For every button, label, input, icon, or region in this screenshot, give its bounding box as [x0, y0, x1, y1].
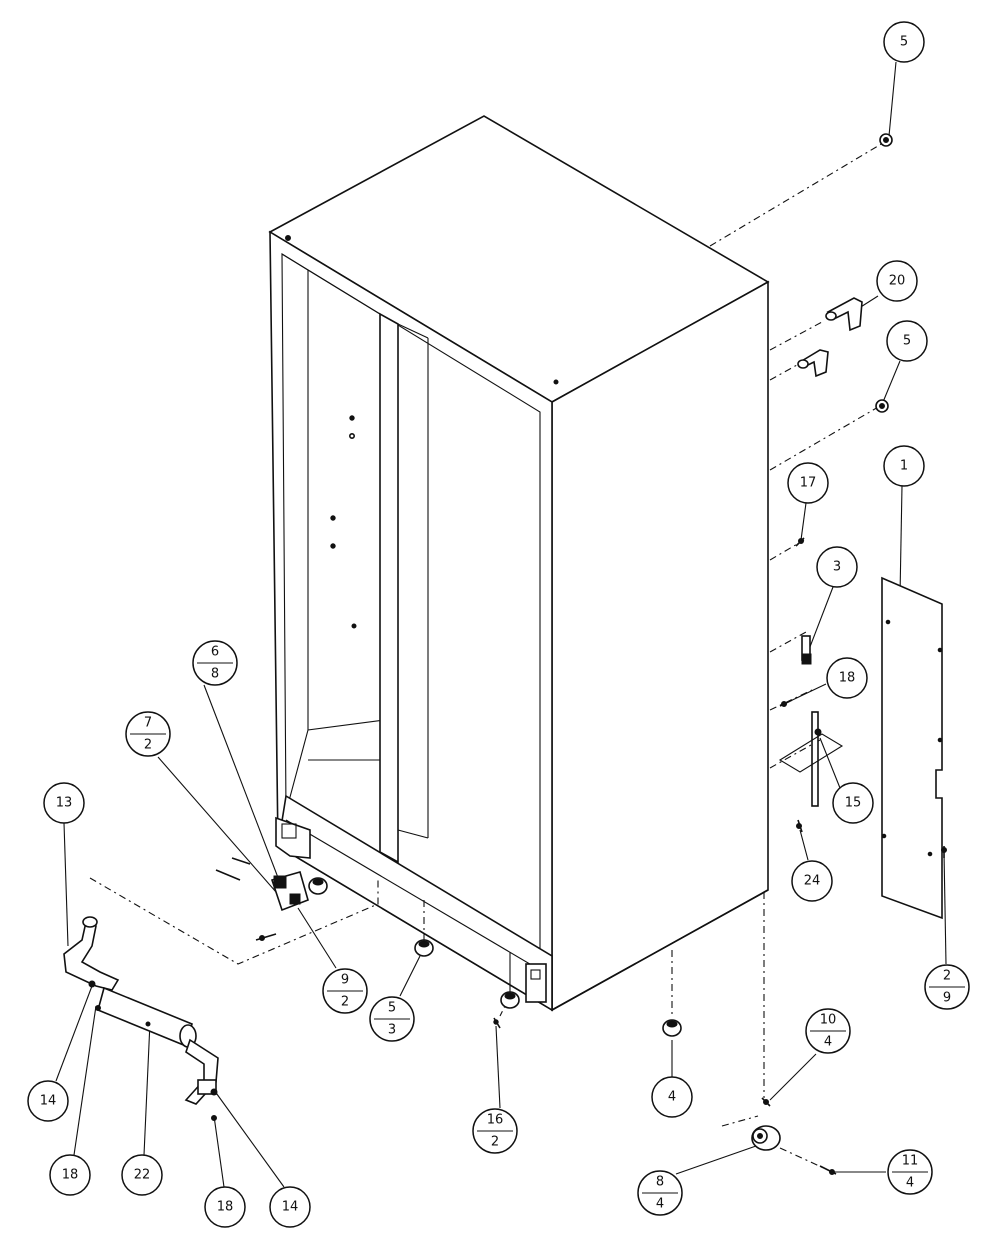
callout-f-6-8-bottom: 8: [211, 667, 219, 682]
callout-f-8-4-bottom: 4: [656, 1197, 664, 1212]
callout-c-18-right-label: 18: [839, 671, 856, 686]
callout-f-16-2: 16 2: [472, 1108, 518, 1154]
cabinet-base: [277, 794, 553, 1012]
callout-c-14-left: 14: [27, 1080, 69, 1122]
cabinet: [268, 115, 770, 1012]
callout-f-6-8-top: 6: [211, 645, 219, 660]
bar-15: [811, 711, 819, 807]
callout-f-8-4: 8 4: [637, 1170, 683, 1216]
callout-f-6-8: 6 8: [192, 640, 238, 686]
small-parts: [63, 133, 947, 1175]
callout-c-22-label: 22: [134, 1168, 151, 1183]
callout-c-22: 22: [121, 1154, 163, 1196]
callout-c-1: 1: [883, 445, 925, 487]
hinge-20: [826, 297, 863, 332]
callout-c-24: 24: [791, 860, 833, 902]
callout-f-2-9-bottom: 9: [943, 991, 951, 1006]
callout-c-17-label: 17: [800, 476, 817, 491]
callout-f-5-3-bottom: 3: [388, 1023, 396, 1038]
callout-f-16-2-bottom: 2: [491, 1135, 499, 1150]
callout-f-9-2-top: 9: [341, 973, 349, 988]
callout-f-8-4-top: 8: [656, 1175, 664, 1190]
cabinet-right-side: [551, 280, 769, 1012]
callout-c-5-top: 5: [883, 21, 925, 63]
callout-c-20: 20: [876, 260, 918, 302]
callout-c-18-left: 18: [49, 1154, 91, 1196]
callout-c-15-label: 15: [845, 796, 862, 811]
callout-c-4-bottom: 4: [651, 1076, 693, 1118]
callout-labels: 5 20 5 1 17 3 18 15: [27, 21, 928, 1228]
callout-c-13: 13: [43, 782, 85, 824]
callout-f-5-3-top: 5: [388, 1001, 396, 1016]
callout-f-10-4-bottom: 4: [824, 1035, 832, 1050]
callout-c-17: 17: [787, 462, 829, 504]
callout-f-9-2-bottom: 2: [341, 995, 349, 1010]
panel-1: [881, 576, 943, 920]
callout-f-11-4: 11 4: [887, 1149, 933, 1195]
heater-22: [97, 986, 193, 1048]
callout-c-13-label: 13: [56, 796, 73, 811]
callout-c-18-right: 18: [826, 657, 868, 699]
callout-f-9-2: 9 2: [322, 968, 368, 1014]
callout-c-14-right: 14: [269, 1186, 311, 1228]
callout-c-4-bottom-label: 4: [668, 1090, 676, 1105]
callout-c-14-right-label: 14: [282, 1200, 299, 1215]
callout-c-24-label: 24: [804, 874, 821, 889]
callout-c-20-label: 20: [889, 274, 906, 289]
callout-c-18-bottom: 18: [204, 1186, 246, 1228]
callout-c-18-bottom-label: 18: [217, 1200, 234, 1215]
callout-c-3: 3: [816, 546, 858, 588]
callout-f-2-9: 2 9: [924, 964, 970, 1010]
center-mullion: [379, 312, 399, 864]
callout-f-10-4-top: 10: [820, 1013, 837, 1028]
callout-c-18-left-label: 18: [62, 1168, 79, 1183]
callout-f-7-2: 7 2: [125, 711, 171, 757]
leader-lines: [55, 61, 947, 1188]
drain-tube: [63, 920, 120, 991]
callout-c-5-mid-label: 5: [903, 334, 911, 349]
callout-f-10-4: 10 4: [805, 1008, 851, 1054]
callout-c-15: 15: [832, 782, 874, 824]
callout-c-3-label: 3: [833, 560, 841, 575]
callout-f-5-3: 5 3: [369, 996, 415, 1042]
callout-c-5-mid: 5: [886, 320, 928, 362]
callout-f-11-4-top: 11: [902, 1154, 919, 1169]
callout-c-1-label: 1: [900, 459, 908, 474]
callout-f-7-2-bottom: 2: [144, 738, 152, 753]
callout-c-5-top-label: 5: [900, 35, 908, 50]
callout-f-11-4-bottom: 4: [906, 1176, 914, 1191]
callout-f-2-9-top: 2: [943, 969, 951, 984]
callout-f-7-2-top: 7: [144, 716, 152, 731]
fraction-callouts: 6 8 7 2 9 2 5 3 16 2: [125, 640, 970, 1216]
callout-f-16-2-top: 16: [487, 1113, 504, 1128]
callout-c-14-left-label: 14: [40, 1094, 57, 1109]
